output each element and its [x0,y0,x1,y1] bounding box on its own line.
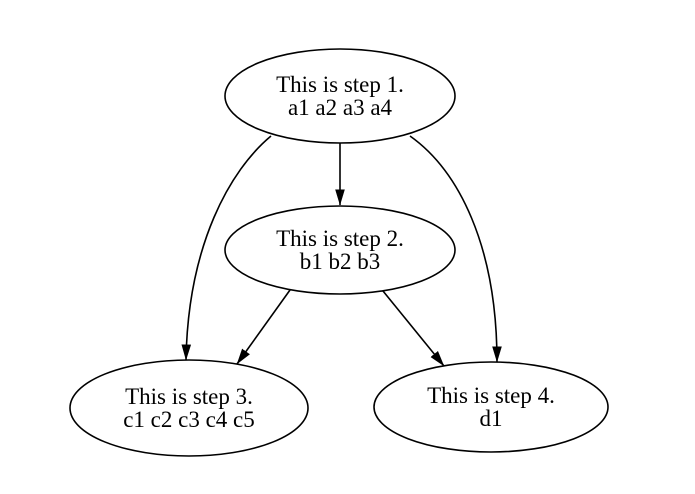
node-step2-ellipse [224,205,456,295]
node-step4-ellipse [373,361,609,453]
edge-step1-step4 [409,135,502,363]
edge-step2-step4 [382,290,445,367]
node-step3-ellipse [69,359,309,457]
node-step1-ellipse [224,48,456,144]
edge-step1-step3 [181,135,272,361]
edge-step2-step3 [236,289,291,365]
